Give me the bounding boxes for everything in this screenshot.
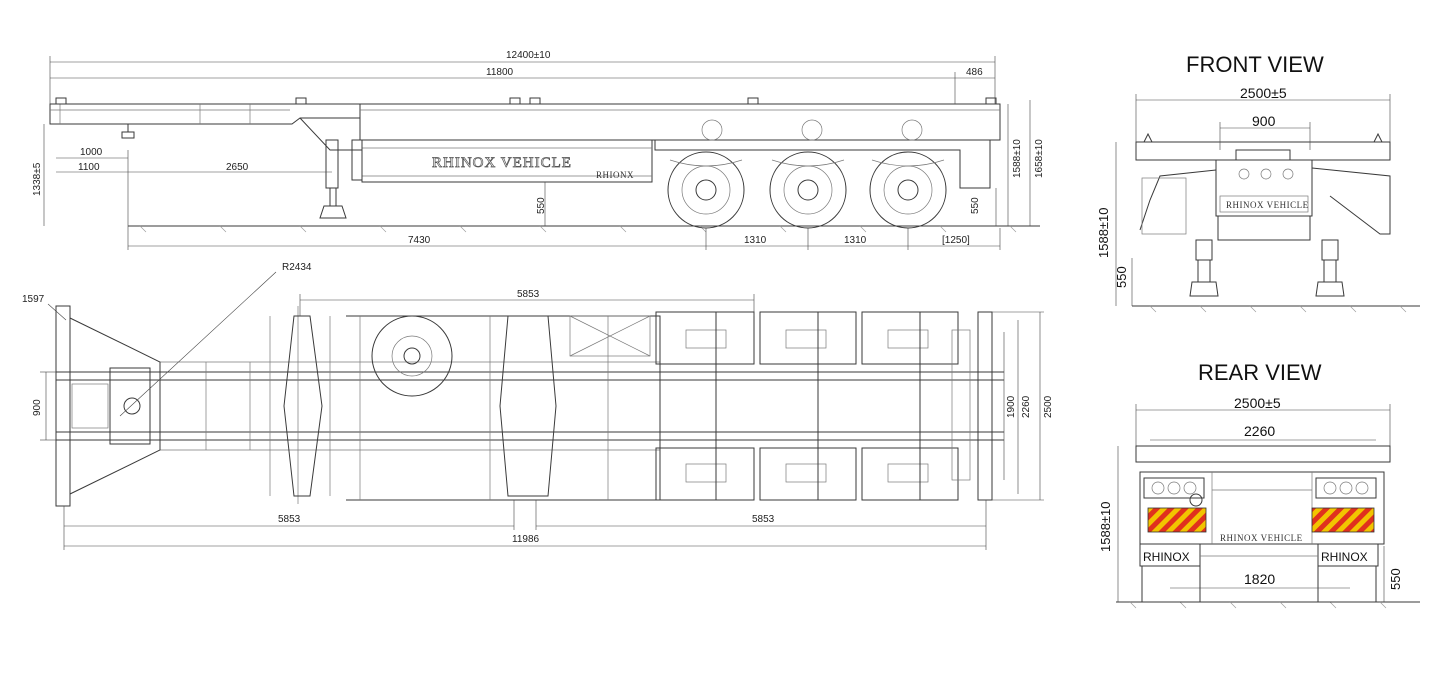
dim-w-2260: 2260 <box>1021 395 1032 418</box>
side-view: RHINOX VEHICLE RHIONX <box>32 50 1045 250</box>
dim-kingpin-a: 1000 <box>80 147 103 158</box>
dim-h-1658: 1658±10 <box>1034 139 1045 178</box>
side-wheels <box>667 151 947 229</box>
top-wheel-sets <box>655 311 959 501</box>
side-brand-text: RHINOX VEHICLE <box>432 155 572 171</box>
dim-width-900: 900 <box>32 399 43 416</box>
rear-right-reflector <box>1311 507 1375 533</box>
front-height: 1588±10 <box>1096 207 1111 258</box>
rear-left-reflector <box>1147 507 1207 533</box>
rear-view: REAR VIEW RHINOX VEHICLE RHINOX RHINOX <box>1098 360 1420 609</box>
dim-w-2500: 2500 <box>1043 395 1054 418</box>
dim-h-1588: 1588±10 <box>1012 139 1023 178</box>
front-view-title: FRONT VIEW <box>1186 52 1324 77</box>
dim-kingpin-b: 1100 <box>78 162 100 173</box>
rear-left-brand: RHINOX <box>1143 550 1190 564</box>
dim-7430: 7430 <box>408 235 431 246</box>
dim-ground-b: 550 <box>970 197 981 214</box>
front-inner: 900 <box>1252 113 1276 129</box>
dim-overhang: [1250] <box>942 235 970 246</box>
front-plate-text: RHINOX VEHICLE <box>1226 200 1309 210</box>
rear-width: 2500±5 <box>1234 395 1281 411</box>
dim-height-left: 1338±5 <box>32 162 43 196</box>
side-brand-small: RHIONX <box>596 170 634 180</box>
rear-plate-text: RHINOX VEHICLE <box>1220 533 1303 543</box>
rear-ground: 550 <box>1388 568 1403 590</box>
rear-height: 1588±10 <box>1098 501 1113 552</box>
top-view: R2434 1597 5853 900 1900 2260 2500 <box>22 262 1054 550</box>
rear-right-brand: RHINOX <box>1321 550 1368 564</box>
front-width: 2500±5 <box>1240 85 1287 101</box>
front-ground: 550 <box>1114 266 1129 288</box>
dim-overall: 12400±10 <box>506 50 551 61</box>
dim-main: 11800 <box>486 67 514 78</box>
dim-leg: 2650 <box>226 162 249 173</box>
dim-axle-a: 1310 <box>744 235 767 246</box>
dim-w-1900: 1900 <box>1006 395 1017 418</box>
dim-kingpin-offset: 1597 <box>22 294 45 305</box>
dim-right-5853: 5853 <box>752 514 775 525</box>
dim-top-overall: 11986 <box>512 534 540 545</box>
dim-ground-a: 550 <box>536 197 547 214</box>
rear-inner: 2260 <box>1244 423 1275 439</box>
front-view: FRONT VIEW RHINOX VEHICLE <box>1096 52 1420 313</box>
rear-track: 1820 <box>1244 571 1275 587</box>
dim-axle-b: 1310 <box>844 235 867 246</box>
dim-left-5853: 5853 <box>278 514 301 525</box>
dim-rear: 486 <box>966 67 983 78</box>
rear-view-title: REAR VIEW <box>1198 360 1322 385</box>
dim-span: 5853 <box>517 289 540 300</box>
dim-radius: R2434 <box>282 262 312 273</box>
